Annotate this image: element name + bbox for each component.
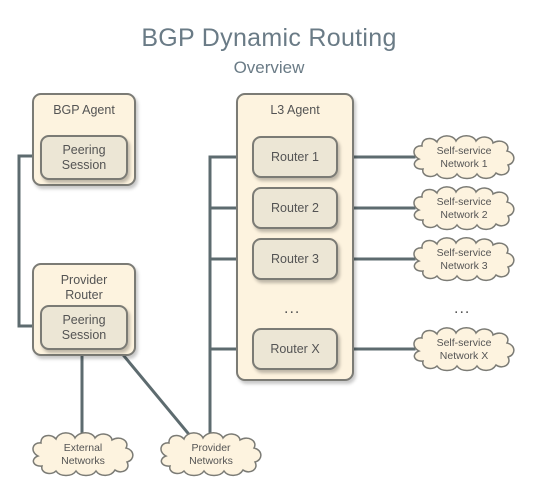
network-1-line-2: Network 1 bbox=[440, 158, 487, 170]
network-x-line-2: Network X bbox=[440, 350, 488, 362]
network-ellipsis: ... bbox=[454, 300, 471, 317]
page-title: BGP Dynamic Routing bbox=[141, 24, 397, 52]
network-1-line-1: Self-service bbox=[437, 145, 492, 157]
network-2-line-2: Network 2 bbox=[440, 209, 487, 221]
external-networks-line-1: External bbox=[64, 442, 103, 454]
router-2: Router 2 bbox=[252, 187, 338, 229]
router-3: Router 3 bbox=[252, 238, 338, 280]
network-x-line-1: Self-service bbox=[437, 337, 492, 349]
router-ellipsis: ... bbox=[284, 300, 301, 317]
bgp-agent-label: BGP Agent bbox=[53, 103, 115, 117]
router-x: Router X bbox=[252, 328, 338, 370]
session-line-1: Peering bbox=[62, 312, 106, 327]
bgp-peering-link bbox=[17, 154, 42, 328]
provider-networks-line-2: Networks bbox=[189, 455, 233, 467]
provider-networks-line-1: Provider bbox=[191, 442, 231, 454]
provider-network-link bbox=[121, 353, 195, 441]
network-2-line-1: Self-service bbox=[437, 196, 492, 208]
session-line-2: Session bbox=[61, 157, 107, 172]
external-networks-line-2: Networks bbox=[61, 455, 105, 467]
l3-agent-label: L3 Agent bbox=[270, 103, 320, 117]
session-line-1: Peering bbox=[62, 142, 106, 157]
session-line-2: Session bbox=[61, 327, 107, 342]
network-3-line-1: Self-service bbox=[437, 247, 492, 259]
page-subtitle: Overview bbox=[233, 58, 305, 77]
router-1: Router 1 bbox=[252, 136, 338, 178]
network-3-line-2: Network 3 bbox=[440, 260, 487, 272]
